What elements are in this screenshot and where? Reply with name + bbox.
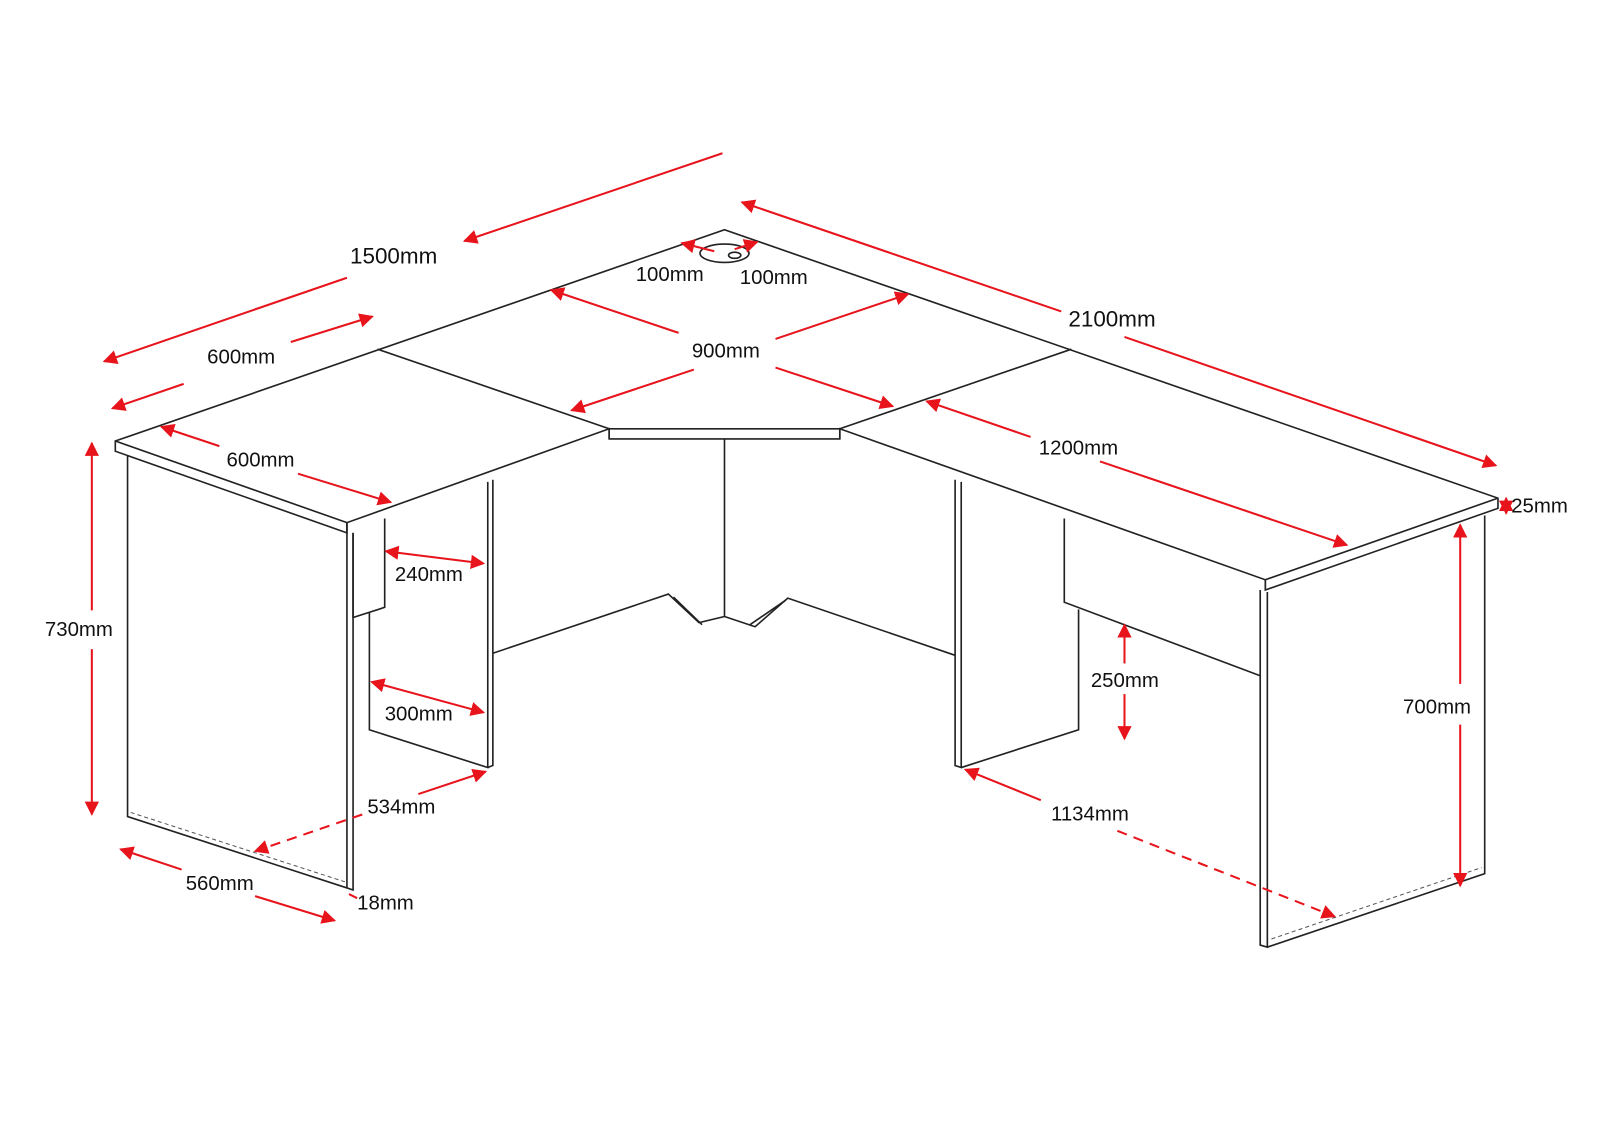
arrow-overall-left [462,152,723,244]
arrow-corner-width [775,291,910,340]
arrow-left-depth-back [110,382,185,411]
label-overall-left: 1500mm [350,243,437,268]
arrow-grommet-b [734,239,759,253]
arrow-panel-thickness [348,893,358,900]
arrow-left-clearance [253,813,363,854]
label-left-clearance: 534mm [367,796,435,818]
right-pedestal [954,479,1080,769]
arrow-right-depth [925,398,1031,438]
label-right-clearance: 1134mm [1051,804,1129,826]
arrow-corner-width [570,368,695,414]
left-pedestal [368,479,494,769]
label-right-depth: 1200mm [1039,437,1118,459]
arrow-pedestal-depth [370,678,486,716]
left-end-panel [126,451,354,892]
arrow-overall-left [102,276,348,364]
label-pedestal-depth: 300mm [385,704,453,726]
arrow-grommet-a [680,239,715,254]
back-panel-notch [672,596,787,626]
arrow-left-depth-front [159,424,220,448]
label-left-depth-back: 600mm [207,346,275,368]
label-left-leg-depth: 560mm [186,873,254,895]
arrow-modesty-depth [384,545,486,569]
label-top-thickness: 25mm [1511,495,1568,517]
arrow-right-depth [1099,460,1349,548]
arrow-overall-right [1124,335,1498,469]
label-overall-right: 2100mm [1068,307,1155,332]
label-corner-width: 900mm [692,340,760,362]
label-total-height: 730mm [45,619,113,641]
dimension-arrows [84,152,1514,924]
label-grommet-a: 100mm [636,264,704,286]
left-floor-line [130,811,346,883]
left-modesty-panel [352,518,386,619]
arrow-left-leg-depth [119,846,182,871]
right-modesty-panel [1063,518,1261,677]
arrow-corner-width [775,366,895,410]
desk-top-edges [115,427,1499,590]
label-modesty-height: 250mm [1091,670,1159,692]
label-knee-height: 700mm [1403,696,1471,718]
back-modesty-panels [492,438,956,657]
arrow-left-clearance [418,768,488,796]
arrow-right-clearance [963,767,1042,802]
label-grommet-b: 100mm [740,267,808,289]
arrow-corner-width [549,287,679,334]
desk-drawing [114,228,1499,949]
right-floor-line [1271,867,1482,940]
arrow-overall-right [740,199,1062,313]
arrow-left-depth-back [290,313,374,344]
arrow-left-depth-front [297,472,393,506]
arrow-left-leg-depth [254,895,337,924]
arrow-right-clearance [1116,829,1337,919]
dimension-labels: 1500mm 2100mm 600mm 600mm 900mm 100mm 10… [45,243,1568,914]
label-left-depth-front: 600mm [227,450,295,472]
label-modesty-depth: 240mm [395,564,463,586]
right-end-panel [1259,515,1486,949]
cable-grommet [699,243,750,264]
label-panel-thickness: 18mm [357,892,414,914]
cable-grommet-cap [727,251,742,260]
desk-top-joins [377,348,1072,430]
